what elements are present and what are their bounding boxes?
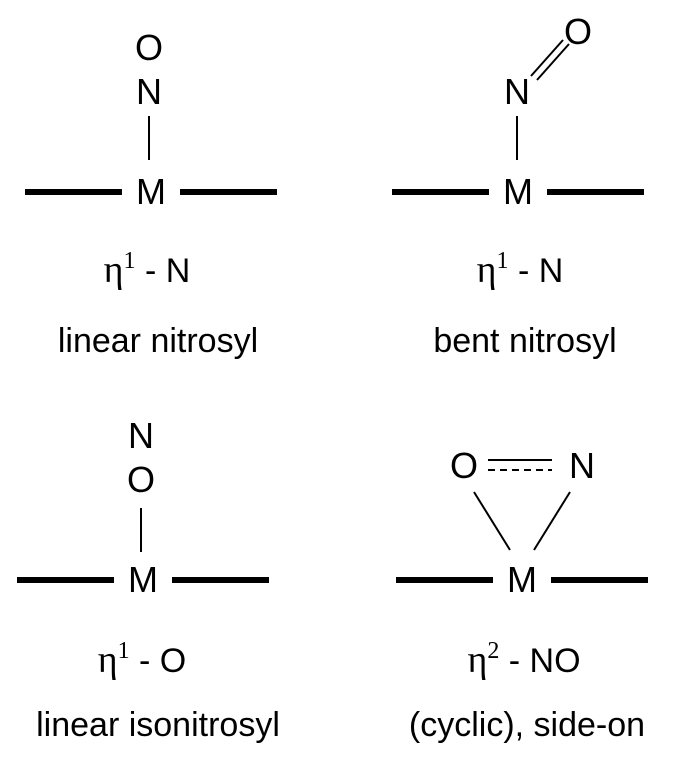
atom-nitrogen: N [504,71,530,112]
bond-m-o [473,491,511,551]
atom-nitrogen: N [136,71,162,112]
atom-metal: M [136,171,166,212]
atom-oxygen: O [127,459,155,500]
hapticity-label: η1 - N [477,248,564,291]
atom-nitrogen: N [128,415,154,456]
hapticity-superscript: 1 [497,248,509,274]
hapticity-suffix: - N [136,252,191,290]
atom-oxygen: O [135,27,163,68]
hapticity-label: η2 - NO [467,638,580,681]
hapticity-superscript: 2 [487,638,499,664]
eta-symbol: η [477,249,497,291]
hapticity-superscript: 1 [118,638,130,664]
atom-nitrogen: N [569,445,595,486]
atom-metal: M [128,559,158,600]
panel-linear-nitrosyl: O N M η1 - N linear nitrosyl [25,27,277,360]
caption: bent nitrosyl [433,322,616,360]
hapticity-label: η1 - O [98,638,187,681]
eta-symbol: η [104,249,124,291]
bond-m-n [533,491,571,551]
hapticity-suffix: - N [509,252,564,290]
panel-bent-nitrosyl: O N M η1 - N bent nitrosyl [392,11,644,360]
caption: linear isonitrosyl [36,706,280,744]
hapticity-superscript: 1 [124,248,136,274]
bond-n-o-a [530,39,564,77]
caption: linear nitrosyl [58,322,258,360]
caption: (cyclic), side-on [409,706,645,744]
hapticity-label: η1 - N [104,248,191,291]
eta-symbol: η [467,639,487,681]
eta-symbol: η [98,639,118,681]
atom-metal: M [503,171,533,212]
panel-side-on-nitrosyl: O N M η2 - NO (cyclic), side-on [396,445,648,744]
hapticity-suffix: - O [130,642,187,680]
panel-linear-isonitrosyl: N O M η1 - O linear isonitrosyl [17,415,280,744]
atom-oxygen: O [450,445,478,486]
hapticity-suffix: - NO [499,642,580,680]
atom-metal: M [507,559,537,600]
bond-n-o-b [536,43,570,81]
